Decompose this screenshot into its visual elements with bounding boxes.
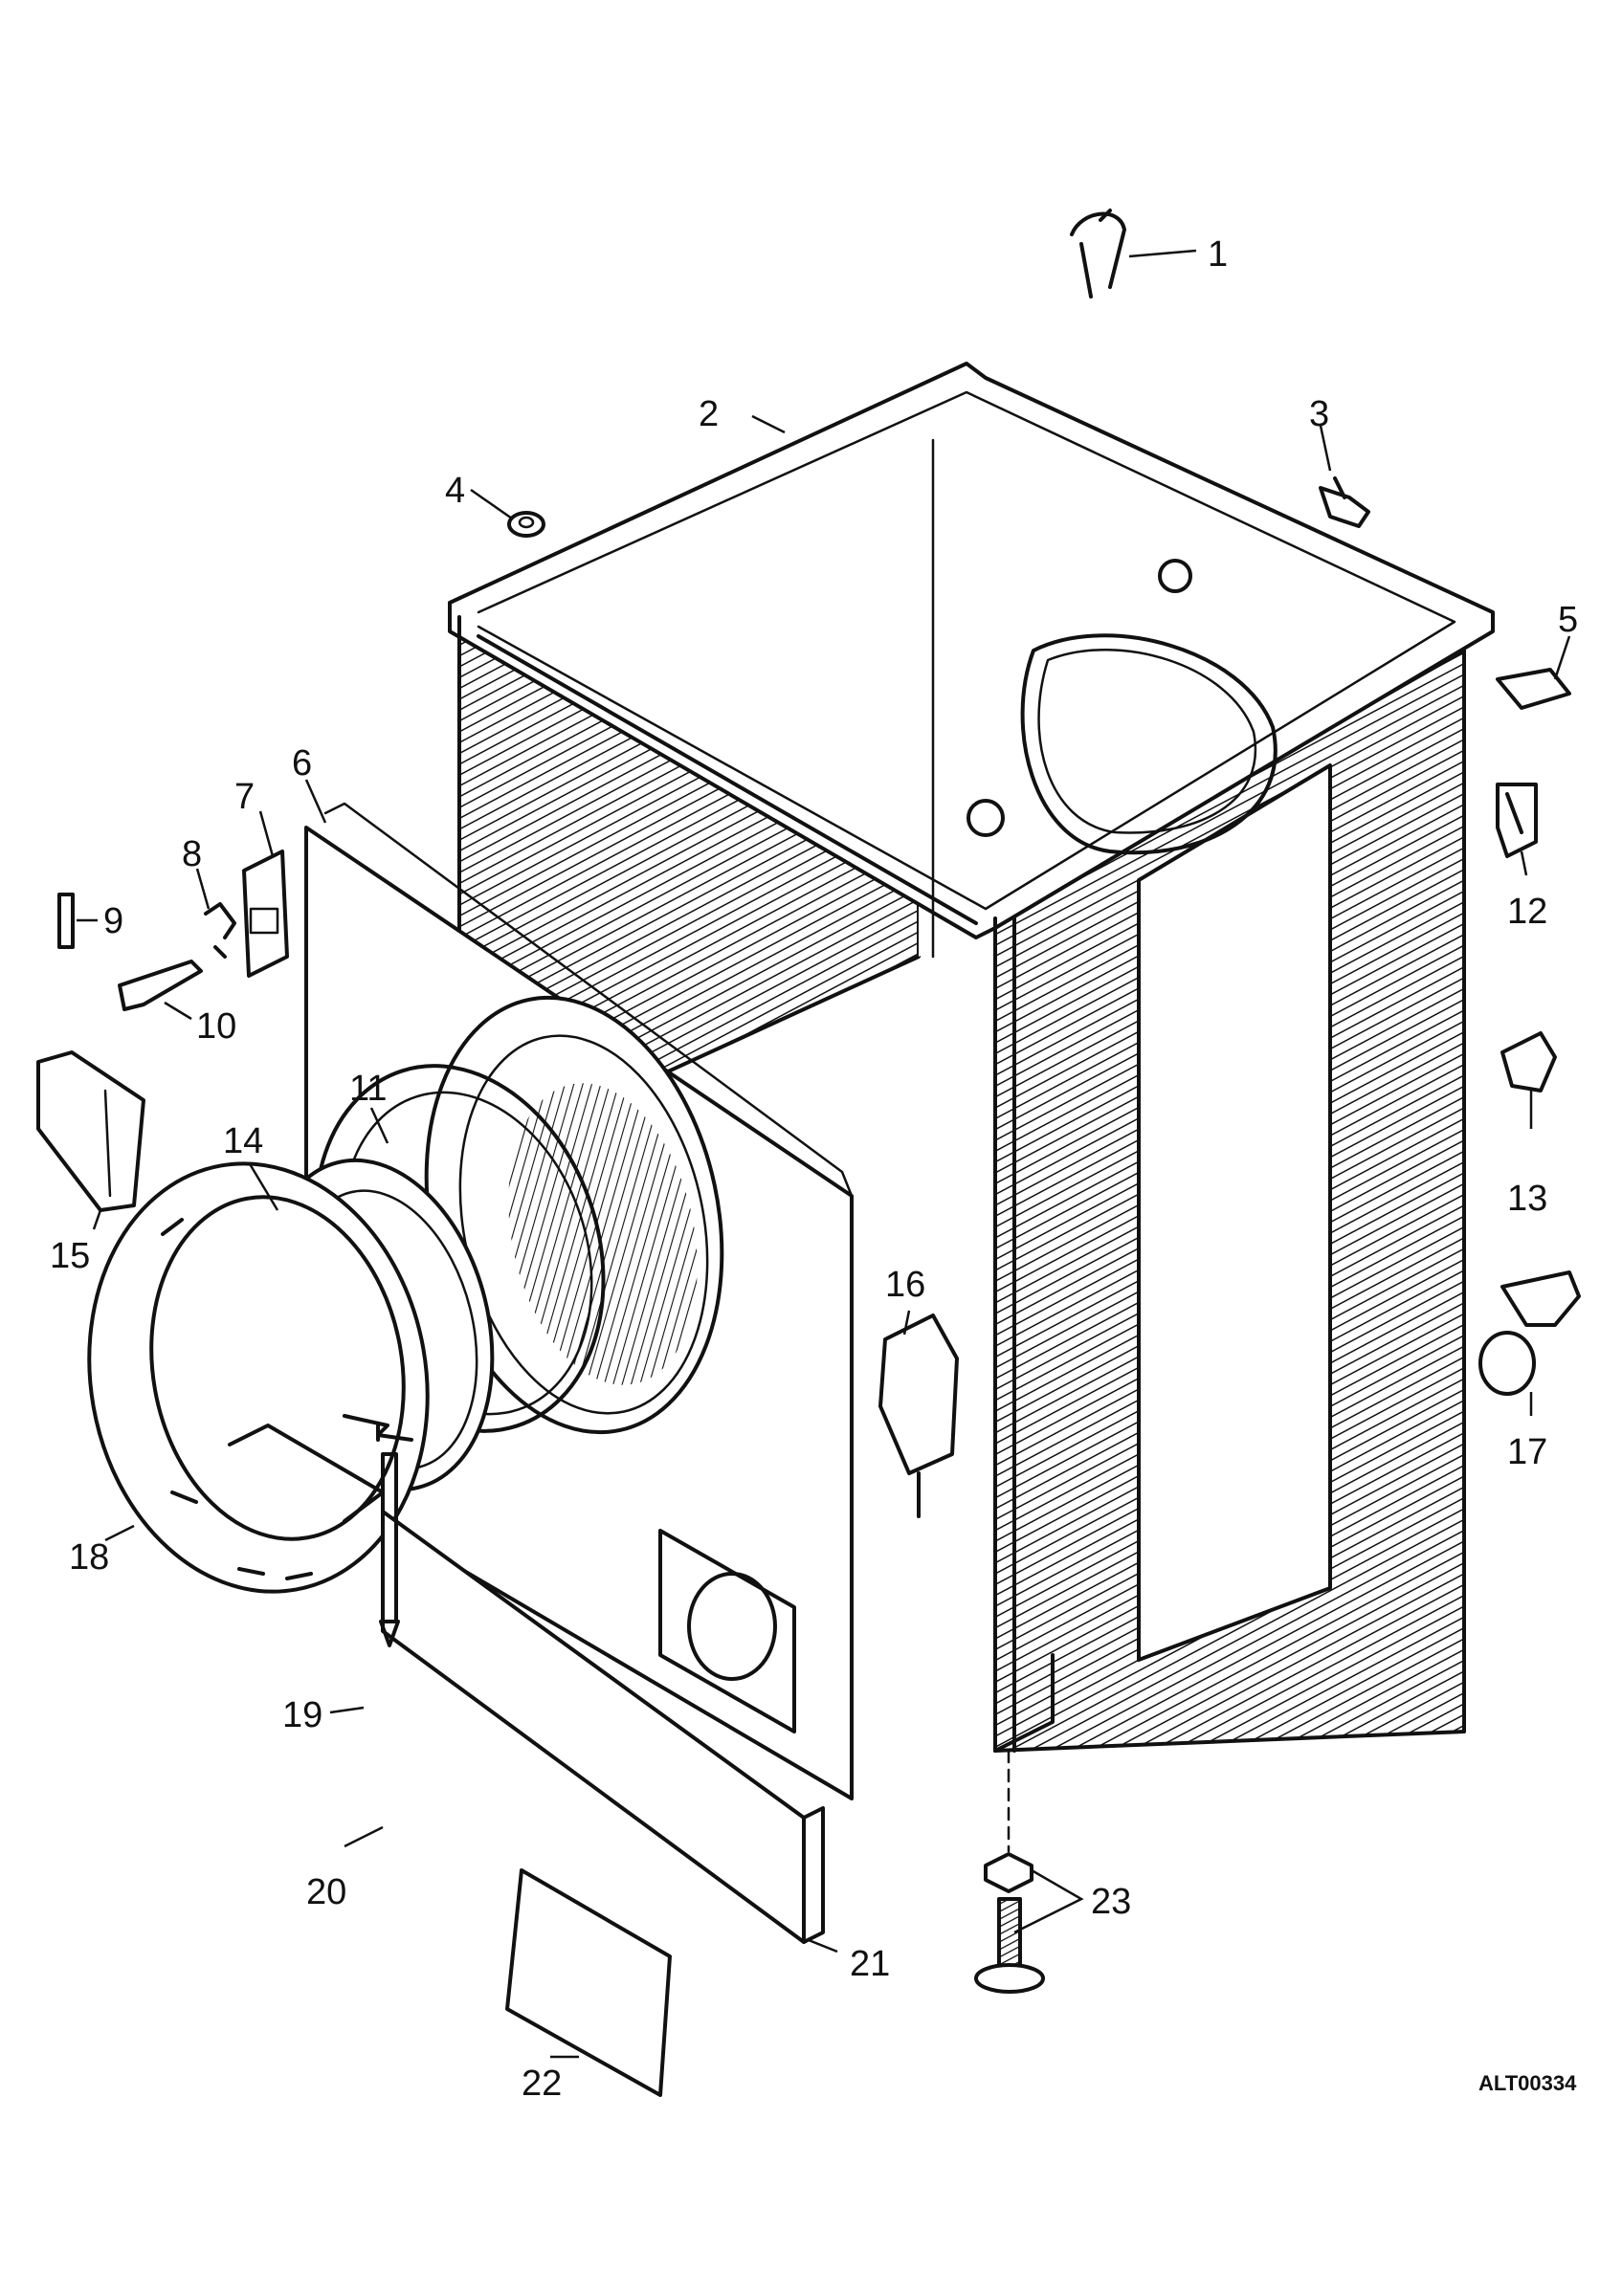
callout-22: 22 <box>522 2064 562 2104</box>
part-20-hinge-pin <box>379 1452 400 1647</box>
callout-9: 9 <box>103 901 123 941</box>
callout-11: 11 <box>349 1069 387 1109</box>
callout-8: 8 <box>182 834 202 874</box>
callout-6: 6 <box>292 743 312 784</box>
cabinet-body <box>448 362 1495 1753</box>
callout-17: 17 <box>1507 1432 1547 1472</box>
door-ring <box>87 1161 430 1594</box>
part-8-spring <box>204 902 236 959</box>
callout-18: 18 <box>69 1537 109 1578</box>
door-handle <box>228 1424 385 1523</box>
callout-13: 13 <box>1507 1179 1547 1219</box>
part-4-grommet <box>507 511 545 538</box>
part-15-hinge <box>36 1050 145 1212</box>
leader-lines <box>77 249 1571 2059</box>
callout-1: 1 <box>1208 234 1228 275</box>
part-5-connector <box>1496 668 1571 710</box>
part-1-clip <box>1070 209 1126 298</box>
part-9-pin <box>57 893 75 949</box>
callout-4: 4 <box>445 471 465 511</box>
part-12-clip <box>1496 783 1538 858</box>
part-3-clip <box>1319 476 1370 528</box>
callout-14: 14 <box>223 1121 263 1161</box>
callout-15: 15 <box>50 1236 90 1276</box>
callout-7: 7 <box>234 777 255 817</box>
part-10-lever <box>118 960 203 1011</box>
callout-12: 12 <box>1507 892 1547 932</box>
part-7-latch-plate <box>242 850 289 978</box>
part-16-door-lock <box>878 1314 959 1518</box>
callout-3: 3 <box>1309 394 1329 434</box>
diagram-code: ALT00334 <box>1478 2071 1577 2095</box>
side-panel-recess <box>1139 765 1330 1660</box>
callout-19: 19 <box>282 1695 322 1735</box>
callout-5: 5 <box>1558 600 1578 640</box>
part-17-pump-bracket <box>1478 1270 1581 1396</box>
callout-10: 10 <box>196 1006 236 1047</box>
filter-access-opening <box>658 1529 796 1733</box>
part-13-bracket <box>1500 1031 1557 1093</box>
filter-cover <box>505 1868 672 2097</box>
callout-labels: 1 2 3 4 5 6 7 8 9 10 11 12 13 14 15 16 1… <box>50 234 1578 2104</box>
callout-2: 2 <box>699 394 719 434</box>
inner-tub-opening <box>1020 633 1278 855</box>
part-23-adjustable-foot <box>974 1749 1045 1994</box>
callout-20: 20 <box>306 1872 346 1912</box>
callout-23: 23 <box>1091 1882 1131 1922</box>
callout-16: 16 <box>885 1265 925 1305</box>
callout-21: 21 <box>850 1944 890 1984</box>
part-19-spring-clip <box>343 1414 413 1442</box>
